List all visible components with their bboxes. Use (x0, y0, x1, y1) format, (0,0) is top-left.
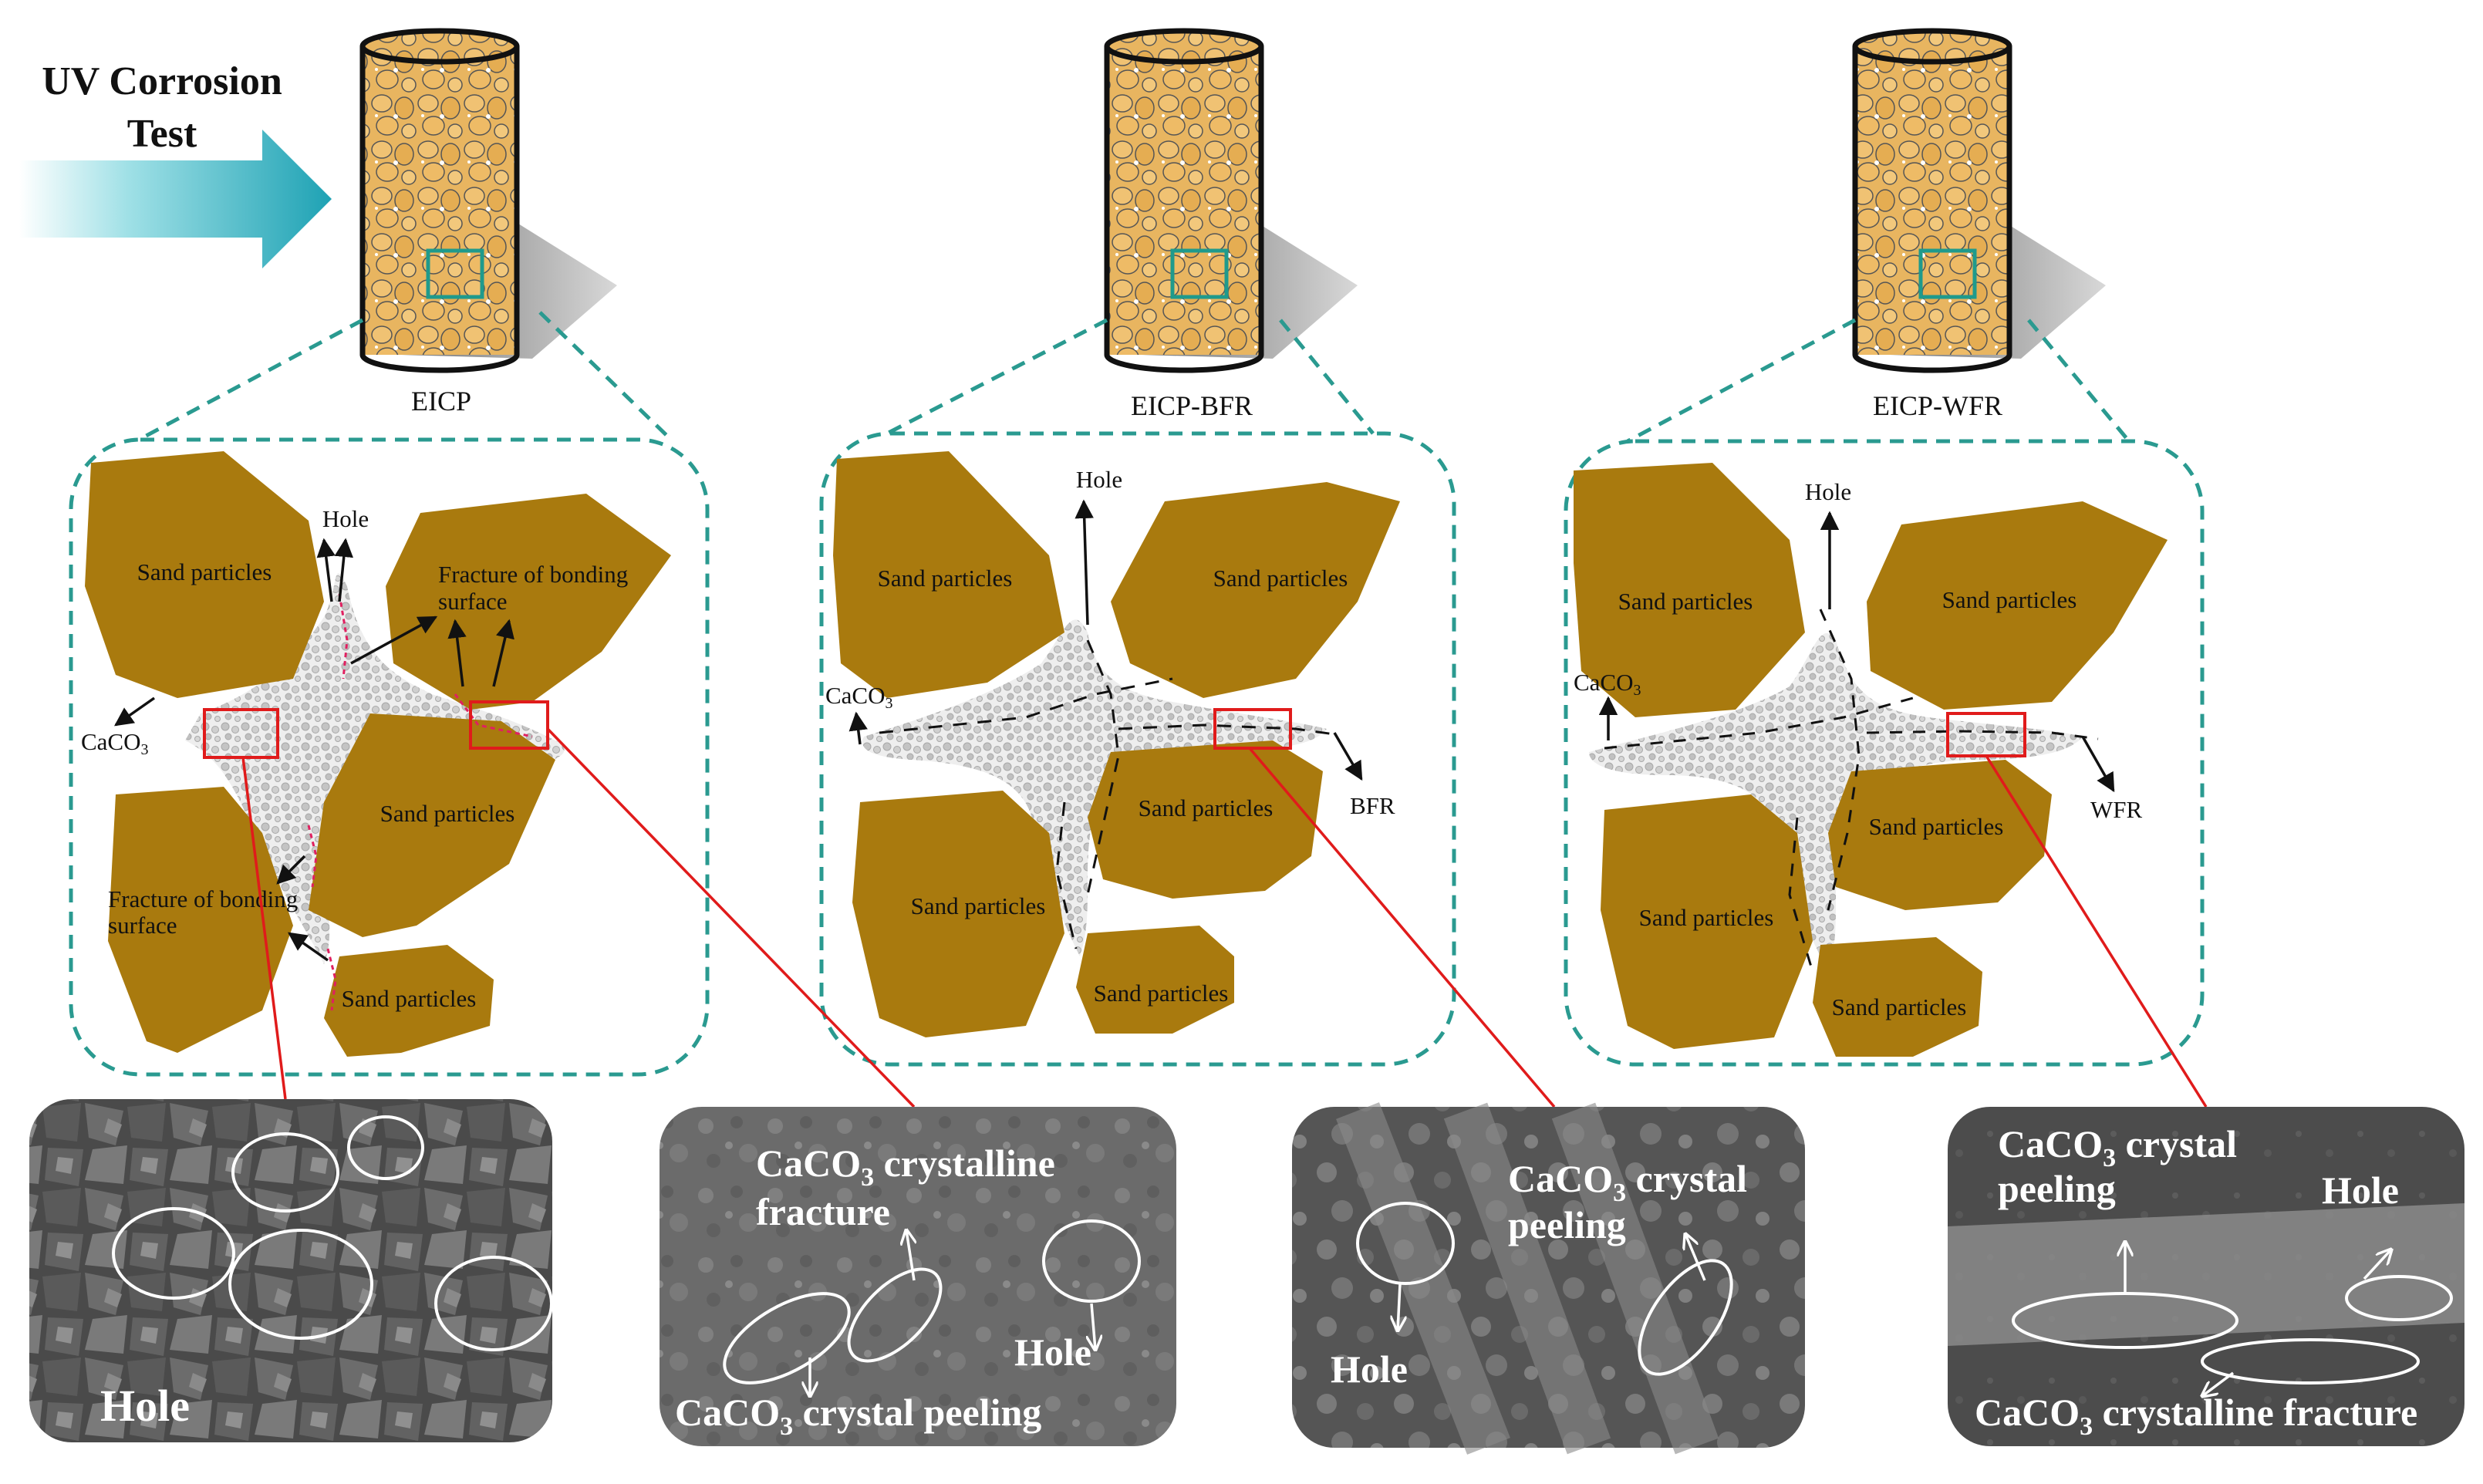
sand-label: Sand particles (137, 558, 272, 585)
fiber-label: WFR (2090, 796, 2143, 823)
sem-fracture-label: fracture (756, 1190, 890, 1233)
sem-peeling-label: CaCO3 crystal peeling (675, 1391, 1041, 1441)
panel-eicp-wfr: Sand particles Sand particles Sand parti… (1564, 439, 2205, 1067)
sand-label: Sand particles (1942, 586, 2077, 613)
caco3-label: CaCO3 (1574, 669, 1641, 699)
sand-particle (1813, 937, 1982, 1057)
hole-label: Hole (1805, 478, 1851, 505)
panel-eicp: Sand particles Sand particles Sand parti… (69, 437, 710, 1077)
highlight-box (1213, 708, 1292, 750)
sem-hole-label: Hole (1014, 1331, 1091, 1374)
sem-image-eicp-wfr: CaCO3 crystal peeling Hole CaCO3 crystal… (1948, 1107, 2464, 1446)
sand-particle (852, 791, 1064, 1037)
sem-image-eicp: Hole (29, 1099, 553, 1442)
caco3-cement (862, 619, 1327, 956)
caco3-cement (1589, 632, 2083, 972)
sand-label: Sand particles (1213, 565, 1348, 592)
cylinder-eicp: EICP (359, 28, 617, 417)
sand-particle (108, 787, 293, 1053)
sand-particle (324, 945, 494, 1057)
cylinder-eicp-bfr: EICP-BFR (1104, 28, 1358, 421)
cylinder-eicp-wfr: EICP-WFR (1852, 28, 2106, 421)
sand-particle (1601, 794, 1813, 1049)
sand-particle (833, 451, 1064, 698)
sand-particle (309, 713, 555, 937)
sand-label: Sand particles (342, 985, 477, 1012)
hole-label: Hole (322, 505, 369, 532)
uv-test-title-line2: Test (127, 112, 197, 156)
fracture-label-line2: surface (438, 588, 508, 615)
sem-crystalline-label: CaCO3 crystalline (756, 1142, 1055, 1192)
connector-lines (241, 727, 2208, 1108)
sample-label-eicp-bfr: EICP-BFR (1131, 390, 1253, 421)
sand-particle (1111, 482, 1400, 698)
sem-hole-label: Hole (100, 1381, 190, 1431)
sand-label: Sand particles (911, 892, 1046, 919)
sample-label-eicp: EICP (411, 386, 471, 417)
fracture-label-line1: Fracture of bonding (438, 561, 628, 588)
sand-label: Sand particles (1869, 813, 2004, 840)
sample-label-eicp-wfr: EICP-WFR (1873, 390, 2002, 421)
sem-crystal-label: CaCO3 crystal (1998, 1122, 2237, 1172)
uv-test-title-line1: UV Corrosion (42, 59, 282, 103)
highlight-box (469, 700, 549, 750)
hole-label: Hole (1076, 466, 1122, 493)
sem-peeling-label: peeling (1998, 1167, 2116, 1210)
fiber-label: BFR (1350, 792, 1395, 819)
sand-label: Sand particles (878, 565, 1013, 592)
caco3-label: CaCO3 (81, 728, 149, 758)
sem-hole-label: Hole (2322, 1169, 2399, 1212)
sand-label: Sand particles (1832, 993, 1967, 1020)
sand-particle (1574, 463, 1805, 717)
sand-label: Sand particles (380, 800, 515, 827)
sand-label: Sand particles (1618, 588, 1753, 615)
sand-particle (1088, 740, 1323, 899)
sem-image-eicp-bfr-1: CaCO3 crystalline fracture Hole CaCO3 cr… (660, 1107, 1176, 1446)
uv-test-arrow (19, 130, 332, 268)
highlight-box (203, 708, 279, 759)
sand-label: Sand particles (1639, 904, 1774, 931)
sem-image-eicp-bfr-2: CaCO3 crystal peeling Hole (1292, 1102, 1805, 1455)
sand-particle (1076, 926, 1234, 1034)
sem-peeling-label: peeling (1508, 1203, 1626, 1246)
sand-particle (85, 451, 324, 698)
sand-particle (386, 494, 671, 710)
panel-eicp-bfr: Sand particles Sand particles Sand parti… (819, 431, 1456, 1067)
zoom-lines (137, 311, 2130, 444)
fracture-label-line2: surface (108, 912, 177, 939)
fracture-label-line1: Fracture of bonding (108, 885, 298, 912)
sand-label: Sand particles (1094, 980, 1229, 1007)
caco3-label: CaCO3 (825, 682, 893, 712)
sand-particle (1828, 760, 2052, 910)
sand-particle (1867, 501, 2168, 710)
sand-label: Sand particles (1139, 794, 1274, 821)
sem-fracture-label: CaCO3 crystalline fracture (1975, 1391, 2417, 1441)
sem-hole-label: Hole (1331, 1347, 1408, 1391)
sem-crystal-label: CaCO3 crystal (1508, 1157, 1747, 1207)
